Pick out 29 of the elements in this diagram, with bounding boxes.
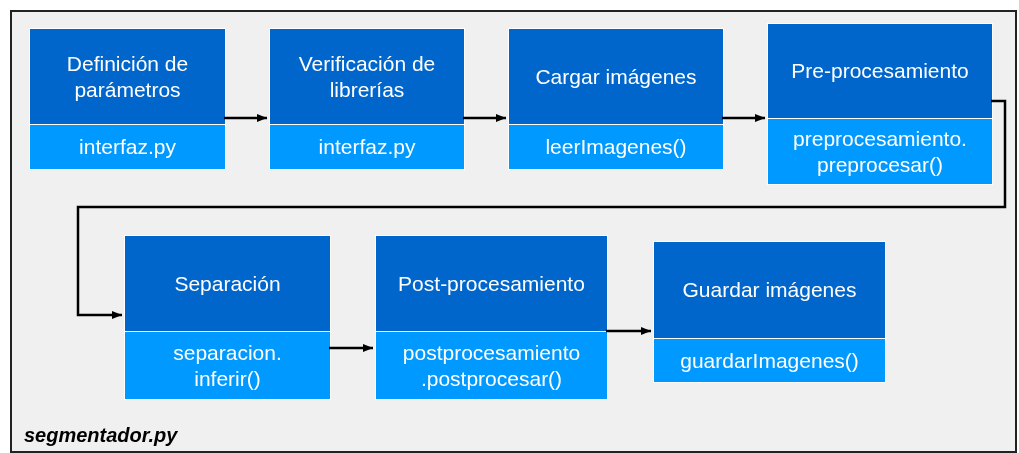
function-name: leerImagenes()	[509, 124, 723, 169]
step-title: Pre-procesamiento	[768, 24, 992, 118]
function-name: interfaz.py	[270, 124, 464, 169]
process-box	[269, 28, 465, 170]
arrow	[224, 114, 267, 122]
function-name: postprocesamiento .postprocesar()	[376, 331, 607, 399]
process-box	[29, 28, 226, 170]
function-name: interfaz.py	[30, 124, 225, 169]
process-box	[375, 235, 608, 400]
arrow	[329, 344, 373, 352]
arrow	[606, 327, 651, 335]
step-title: Post-procesamiento	[376, 236, 607, 331]
frame-title: segmentador.py	[24, 424, 178, 447]
frame-panel	[10, 10, 1017, 453]
step-title: Verificación de librerías	[270, 29, 464, 124]
process-box	[124, 235, 331, 400]
process-box	[653, 241, 886, 383]
process-box	[508, 28, 724, 170]
step-title: Definición de parámetros	[30, 29, 225, 124]
arrow	[722, 114, 765, 122]
function-name: guardarImagenes()	[654, 338, 885, 382]
process-box	[767, 23, 993, 185]
arrow	[76, 99, 1007, 319]
step-title: Guardar imágenes	[654, 242, 885, 338]
step-title: Cargar imágenes	[509, 29, 723, 124]
function-name: separacion. inferir()	[125, 331, 330, 399]
step-title: Separación	[125, 236, 330, 331]
function-name: preprocesamiento. preprocesar()	[768, 118, 992, 184]
arrow	[463, 114, 506, 122]
